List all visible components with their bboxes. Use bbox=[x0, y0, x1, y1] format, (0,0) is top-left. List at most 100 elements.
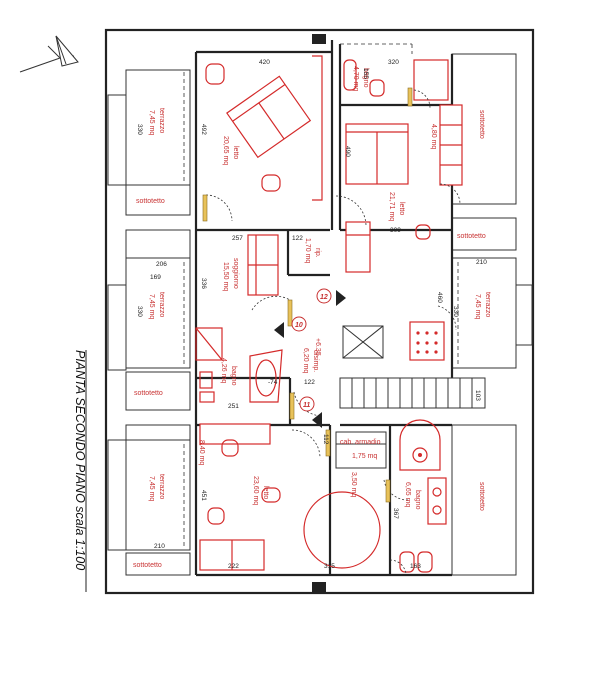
svg-text:7,45 mq: 7,45 mq bbox=[148, 110, 155, 135]
svg-text:315: 315 bbox=[324, 563, 335, 570]
drawing-title: PIANTA SECONDO PIANO scala 1:100 bbox=[73, 350, 87, 570]
svg-text:bagno: bagno bbox=[230, 366, 237, 386]
room-center: 8,40 mq bbox=[198, 440, 205, 465]
svg-text:sottotetto: sottotetto bbox=[134, 390, 163, 397]
svg-text:sottotetto: sottotetto bbox=[457, 233, 486, 240]
staircase bbox=[339, 377, 486, 409]
dimension-labels: 330 492 420 320 155 490 309 257 122 206 … bbox=[136, 59, 487, 570]
svg-text:122: 122 bbox=[304, 379, 315, 386]
svg-text:terrazzo: terrazzo bbox=[158, 474, 165, 499]
svg-text:330: 330 bbox=[136, 306, 143, 317]
room-letto-s: letto 23,60 mq bbox=[252, 476, 269, 505]
svg-text:490: 490 bbox=[344, 146, 351, 157]
svg-text:12: 12 bbox=[320, 294, 328, 301]
svg-text:rip.: rip. bbox=[314, 248, 321, 258]
svg-text:330: 330 bbox=[136, 124, 143, 135]
section-arrow-1 bbox=[336, 290, 346, 306]
svg-text:122: 122 bbox=[292, 235, 303, 242]
door-leaves bbox=[202, 87, 413, 503]
svg-text:210: 210 bbox=[154, 543, 165, 550]
north-arrow-icon bbox=[19, 35, 79, 73]
svg-text:4,70 mq: 4,70 mq bbox=[352, 66, 359, 91]
svg-text:sottotetto: sottotetto bbox=[478, 110, 485, 139]
svg-text:disimp.: disimp. bbox=[312, 350, 319, 372]
room-letto-n: letto 20,65 mq bbox=[222, 136, 239, 165]
svg-text:257: 257 bbox=[232, 235, 243, 242]
svg-text:7,45 mq: 7,45 mq bbox=[148, 476, 155, 501]
svg-text:3,50 mq: 3,50 mq bbox=[350, 472, 357, 497]
svg-text:460: 460 bbox=[436, 292, 443, 303]
svg-text:10: 10 bbox=[295, 322, 303, 329]
svg-text:letto: letto bbox=[398, 202, 405, 215]
svg-text:309: 309 bbox=[390, 227, 401, 234]
svg-text:367: 367 bbox=[392, 508, 399, 519]
chimney bbox=[312, 34, 326, 44]
room-terrazzo-sw: terrazzo 7,45 mq bbox=[148, 474, 165, 501]
door-swings bbox=[205, 89, 461, 575]
svg-text:103: 103 bbox=[474, 390, 481, 401]
svg-text:20,65 mq: 20,65 mq bbox=[222, 136, 229, 165]
sottotetto-labels: sottotetto sottotetto sottotetto sottote… bbox=[133, 110, 486, 569]
room-ne-small: 4,80 mq bbox=[430, 124, 437, 149]
svg-text:bagno: bagno bbox=[362, 68, 369, 88]
room-bagno-w: bagno 4,26 mq bbox=[220, 358, 237, 386]
section-symbol-1: 10 bbox=[291, 316, 307, 332]
svg-text:terrazzo: terrazzo bbox=[158, 108, 165, 133]
svg-text:letto: letto bbox=[232, 146, 239, 159]
room-rip: rip. 1,70 mq bbox=[304, 238, 321, 263]
svg-text:4,26 mq: 4,26 mq bbox=[220, 358, 227, 383]
svg-text:6,65 mq: 6,65 mq bbox=[404, 482, 411, 507]
room-labels: terrazzo 7,45 mq terrazzo 7,45 mq terraz… bbox=[148, 66, 491, 510]
svg-text:23,60 mq: 23,60 mq bbox=[252, 476, 259, 505]
svg-text:letto: letto bbox=[262, 486, 269, 499]
svg-text:bagno: bagno bbox=[414, 490, 421, 510]
svg-text:6,20 mq: 6,20 mq bbox=[302, 348, 309, 373]
svg-text:330: 330 bbox=[452, 306, 459, 317]
svg-text:163: 163 bbox=[410, 563, 421, 570]
svg-text:15,50 mq: 15,50 mq bbox=[222, 262, 229, 291]
svg-text:336: 336 bbox=[200, 278, 207, 289]
room-bagno-se: bagno 6,65 mq bbox=[404, 482, 421, 510]
svg-text:112: 112 bbox=[322, 434, 329, 445]
room-cab-armadio: cab. armadio 1,75 mq bbox=[340, 439, 381, 460]
outer-wall bbox=[104, 28, 535, 595]
lift-shaft bbox=[342, 321, 445, 361]
room-terrazzo-e: terrazzo 7,45 mq bbox=[474, 292, 491, 319]
west-terrace-block bbox=[107, 69, 191, 576]
svg-text:21,71 mq: 21,71 mq bbox=[388, 192, 395, 221]
svg-text:1,70 mq: 1,70 mq bbox=[304, 238, 311, 263]
room-letto-ne: letto 21,71 mq bbox=[388, 192, 405, 221]
svg-text:4,80 mq: 4,80 mq bbox=[430, 124, 437, 149]
chimney-bottom bbox=[312, 582, 326, 592]
svg-text:7,45 mq: 7,45 mq bbox=[474, 294, 481, 319]
svg-text:-74: -74 bbox=[268, 379, 278, 386]
svg-text:155: 155 bbox=[362, 68, 369, 79]
svg-text:sottotetto: sottotetto bbox=[133, 562, 162, 569]
svg-text:cab. armadio: cab. armadio bbox=[340, 439, 381, 446]
svg-text:11: 11 bbox=[303, 402, 310, 409]
room-terrazzo-mw: terrazzo 7,45 mq bbox=[148, 292, 165, 319]
svg-text:251: 251 bbox=[228, 403, 239, 410]
svg-text:+6.35: +6.35 bbox=[314, 338, 321, 356]
svg-text:terrazzo: terrazzo bbox=[158, 292, 165, 317]
svg-text:222: 222 bbox=[228, 563, 239, 570]
svg-text:420: 420 bbox=[259, 59, 270, 66]
furniture bbox=[195, 55, 463, 573]
east-block bbox=[451, 53, 533, 576]
section-arrow-3 bbox=[312, 412, 322, 428]
section-arrow-2 bbox=[274, 322, 284, 338]
svg-text:PIANTA SECONDO PIANO scala 1:: PIANTA SECONDO PIANO scala 1:100 bbox=[73, 350, 87, 570]
room-disimpegno: disimp. 6,20 mq bbox=[302, 348, 319, 373]
svg-text:169: 169 bbox=[150, 274, 161, 281]
room-terrazzo-nw: terrazzo 7,45 mq bbox=[148, 108, 165, 135]
room-corridoio: 3,50 mq bbox=[350, 472, 357, 497]
svg-text:terrazzo: terrazzo bbox=[484, 292, 491, 317]
room-soggiorno: soggiorno 15,50 mq bbox=[222, 258, 239, 291]
room-bagno-ne: bagno 4,70 mq bbox=[352, 66, 369, 91]
svg-text:206: 206 bbox=[156, 261, 167, 268]
svg-text:sottotetto: sottotetto bbox=[136, 198, 165, 205]
svg-text:210: 210 bbox=[476, 259, 487, 266]
svg-text:1,75 mq: 1,75 mq bbox=[352, 453, 377, 460]
svg-text:492: 492 bbox=[200, 124, 207, 135]
